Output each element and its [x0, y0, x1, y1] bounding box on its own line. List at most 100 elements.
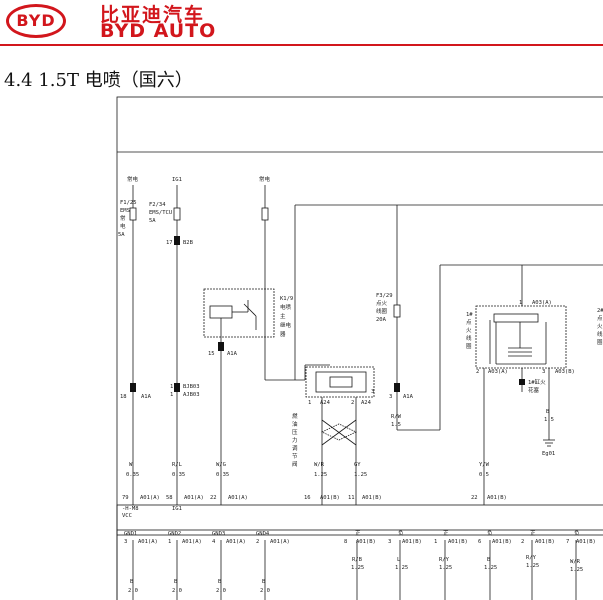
ecu-out5-size: 1.25 [526, 563, 539, 569]
right-partial-l5: 圈 [597, 339, 603, 346]
ecu-out5-color: R/Y [526, 555, 537, 561]
ecu-top-box [116, 504, 603, 536]
ecu-out2-pin: 3 [388, 539, 391, 545]
a03-l-pin: 2 [476, 369, 479, 375]
fuse-f1-name3: 电 [120, 222, 126, 230]
source-label-3: 常电 [259, 175, 271, 183]
coil-l1: 1# [466, 312, 473, 318]
a24-pin2: 2 [351, 400, 354, 406]
fuse-f1-name1: EMS [120, 208, 130, 214]
ecu-pin-79: 79 [122, 495, 129, 501]
ecu-out2-conn: A01(B) [402, 539, 422, 545]
ecu-out5-head: 正 [530, 530, 536, 537]
a1a-relay-name: A1A [227, 351, 238, 357]
ecu-ig1: IG1 [172, 506, 182, 512]
ecu-pin-11: 11 [348, 495, 355, 501]
ecu-out3-size: 1.25 [439, 565, 452, 571]
ground-label: Eg01 [542, 451, 555, 457]
ecu-out1-pin: 8 [344, 539, 347, 545]
wire-4-color: R/W [391, 414, 402, 420]
ecu-pin-22a: 22 [210, 495, 217, 501]
ecu-out4-conn: A01(B) [492, 539, 512, 545]
ecu-gnd4-conn: A01(A) [270, 539, 290, 545]
wire-3-color: W/G [216, 462, 226, 468]
fuse-f2-rating: 5A [149, 218, 156, 224]
gnd-wire-1-size: 2.0 [128, 588, 138, 594]
ecu-out1-head: 正 [355, 530, 361, 537]
b2b-name: B2B [183, 240, 194, 246]
valve-label-5: 节 [292, 452, 298, 460]
ecu-out4-size: 1.25 [484, 565, 497, 571]
wire-2-color: R/L [172, 462, 183, 468]
a24-pin3: 3 [371, 389, 374, 395]
a1a-left-pin: 18 [120, 394, 127, 400]
bjb-pin2: 1 [170, 392, 173, 398]
brand-name-cn: 比亚迪汽车 [100, 4, 206, 26]
connector-a1a-ign [394, 383, 400, 392]
ecu-pin-16: 16 [304, 495, 311, 501]
ecu-out6-color: W/R [570, 559, 581, 565]
wire-1-color: W [129, 462, 133, 468]
ecu-title: -H-M8 [122, 506, 139, 512]
ecu-pin-22b-conn: A01(B) [487, 495, 507, 501]
ignition-coil-box [475, 305, 567, 369]
relay-l1: 电喷 [280, 303, 292, 311]
a03-top-name: A03(A) [532, 300, 552, 306]
wire-8-size: 1.5 [544, 417, 554, 423]
connector-bjb [174, 383, 180, 392]
gnd-wire-3-size: 2.0 [216, 588, 226, 594]
ecu-out1-conn: A01(B) [356, 539, 376, 545]
fuse-f3 [393, 304, 401, 318]
fuse-f2 [173, 207, 181, 221]
a24-name2: A24 [361, 400, 372, 406]
a03-r-name: A03(B) [555, 369, 575, 375]
ecu-gnd2-conn: A01(A) [182, 539, 202, 545]
wire-6-color: GY [354, 462, 361, 468]
fuse-f3-name1: 点火 [376, 300, 388, 307]
ecu-vcc: VCC [122, 513, 132, 519]
ecu-pin-58: 58 [166, 495, 173, 501]
spark-label-1: 1#缸火 [528, 378, 546, 386]
ecu-pin-16-conn: A01(B) [320, 495, 340, 501]
ecu-out3-pin: 1 [434, 539, 437, 545]
gnd-wire-2-size: 2.0 [172, 588, 182, 594]
wire-7-size: 0.5 [479, 472, 489, 478]
brand-name-en: BYD AUTO [100, 20, 217, 42]
section-title: 4.4 1.5T 电喷（国六） [4, 70, 193, 91]
bjb-name2: AJB03 [183, 392, 200, 398]
gnd-wire-4-color: B [262, 579, 266, 585]
bjb-name1: BJB03 [183, 384, 200, 390]
ecu-out1-color: R/B [352, 557, 363, 563]
ecu-gnd3-conn: A01(A) [226, 539, 246, 545]
ecu-out4-pin: 6 [478, 539, 481, 545]
ecu-gnd1: GND1 [124, 531, 137, 537]
connector-a1a-left [130, 383, 136, 392]
fuse-f3-id: F3/29 [376, 293, 393, 299]
right-partial-l1: 2# [597, 308, 603, 314]
ecu-gnd3: GND3 [212, 531, 225, 537]
ecu-gnd4-pin: 2 [256, 539, 259, 545]
ecu-pin-22b: 22 [471, 495, 478, 501]
wire-2-size: 0.35 [172, 472, 185, 478]
fuse-f2-name: EMS/TCU [149, 210, 172, 216]
fuse-f1 [129, 207, 137, 221]
wire-4-size: 1.5 [391, 422, 401, 428]
ecu-out2-size: 1.25 [395, 565, 408, 571]
connector-a1a-relay [218, 342, 224, 351]
ecu-out4-head: 负 [487, 529, 493, 537]
header-divider [0, 44, 603, 46]
a1a-relay-pin: 15 [208, 351, 215, 357]
ecu-out1-size: 1.25 [351, 565, 364, 571]
coil-l3: 火 [466, 328, 472, 334]
a24-name1: A24 [320, 400, 331, 406]
ecu-out2-head: 负 [398, 529, 404, 537]
ecu-out6-size: 1.25 [570, 567, 583, 573]
ecu-gnd2: GND2 [168, 531, 181, 537]
ecu-out6-head: 负 [574, 529, 580, 537]
connector-b2b [174, 236, 180, 245]
ecu-out6-pin: 7 [566, 539, 569, 545]
a03-top-pin: 1 [519, 300, 522, 306]
relay-l3: 继电 [280, 321, 292, 329]
ecu-gnd1-pin: 3 [124, 539, 127, 545]
